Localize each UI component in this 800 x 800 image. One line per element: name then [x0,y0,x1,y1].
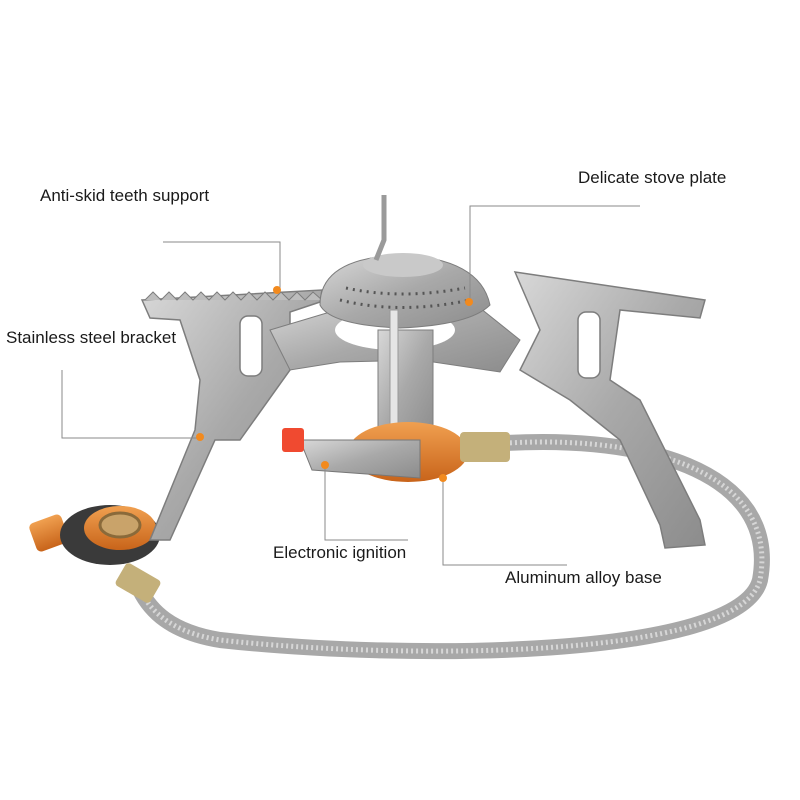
right-support [513,271,706,549]
burner-stem [377,329,434,441]
leader-stove-plate [469,205,640,302]
leader-lines [61,205,640,566]
leader-bracket [61,370,200,439]
gas-valve [29,505,161,603]
left-support [140,289,323,541]
marker-ignition [321,461,329,469]
callout-markers [196,286,473,482]
marker-stove-plate [465,298,473,306]
label-delicate-stove-plate: Delicate stove plate [578,168,727,187]
flame-guard-wire [373,195,387,261]
leader-anti-skid [163,241,281,290]
left-teeth [144,291,323,301]
marker-base [439,474,447,482]
gas-hose [132,433,770,660]
burner-head [319,253,491,329]
ignition-switch [299,439,421,479]
marker-anti-skid [273,286,281,294]
leader-ignition [324,465,408,541]
label-aluminum-alloy-base: Aluminum alloy base [505,568,662,587]
label-stainless-steel-bracket: Stainless steel bracket [6,328,177,347]
marker-bracket [196,433,204,441]
label-anti-skid-teeth-support: Anti-skid teeth support [40,186,210,205]
label-electronic-ignition: Electronic ignition [273,543,407,562]
leader-base [442,478,567,566]
